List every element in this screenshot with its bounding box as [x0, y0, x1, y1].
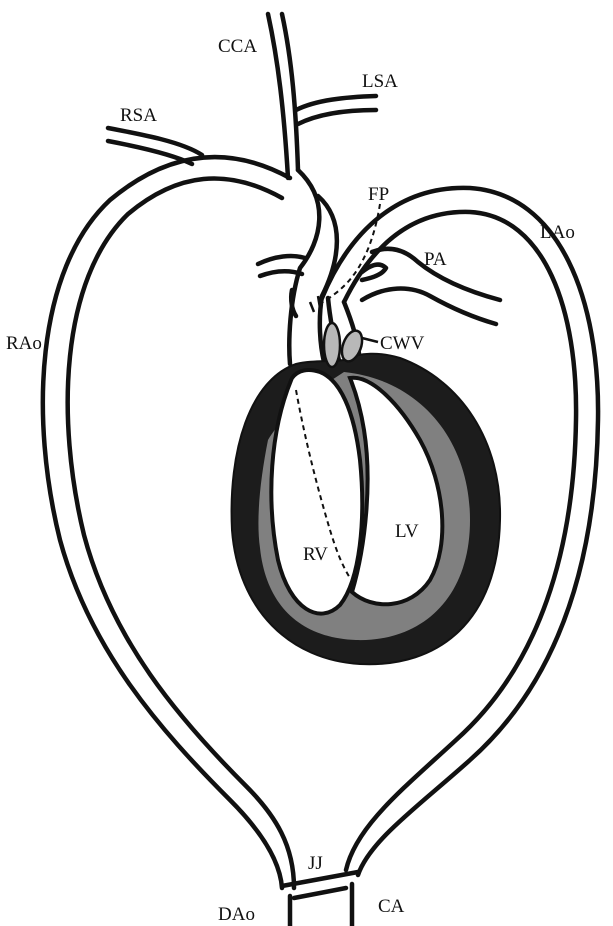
label-rsa: RSA: [120, 105, 157, 126]
cwv-valve-left: [324, 323, 340, 367]
junction-jj-bottom: [294, 888, 346, 898]
label-rv: RV: [303, 544, 328, 565]
label-rao: RAo: [6, 333, 42, 354]
heart: [232, 323, 501, 664]
right-ventricle-cavity: [271, 370, 362, 614]
label-lsa: LSA: [362, 71, 398, 92]
pa-upper-branch: [362, 265, 386, 280]
label-cwv: CWV: [380, 333, 425, 354]
label-jj: JJ: [308, 853, 323, 874]
cwv-arrow: [362, 338, 378, 342]
label-ca: CA: [378, 896, 405, 917]
label-fp: FP: [368, 184, 389, 205]
label-lao: LAo: [540, 222, 575, 243]
label-dao: DAo: [218, 904, 255, 925]
trunk-stub-upper: [258, 256, 305, 264]
label-lv: LV: [395, 521, 419, 542]
label-cca: CCA: [218, 36, 257, 57]
right-trunk-left: [289, 170, 319, 364]
lsa-top: [296, 96, 376, 110]
label-pa: PA: [424, 249, 447, 270]
lsa-bottom: [298, 110, 376, 124]
